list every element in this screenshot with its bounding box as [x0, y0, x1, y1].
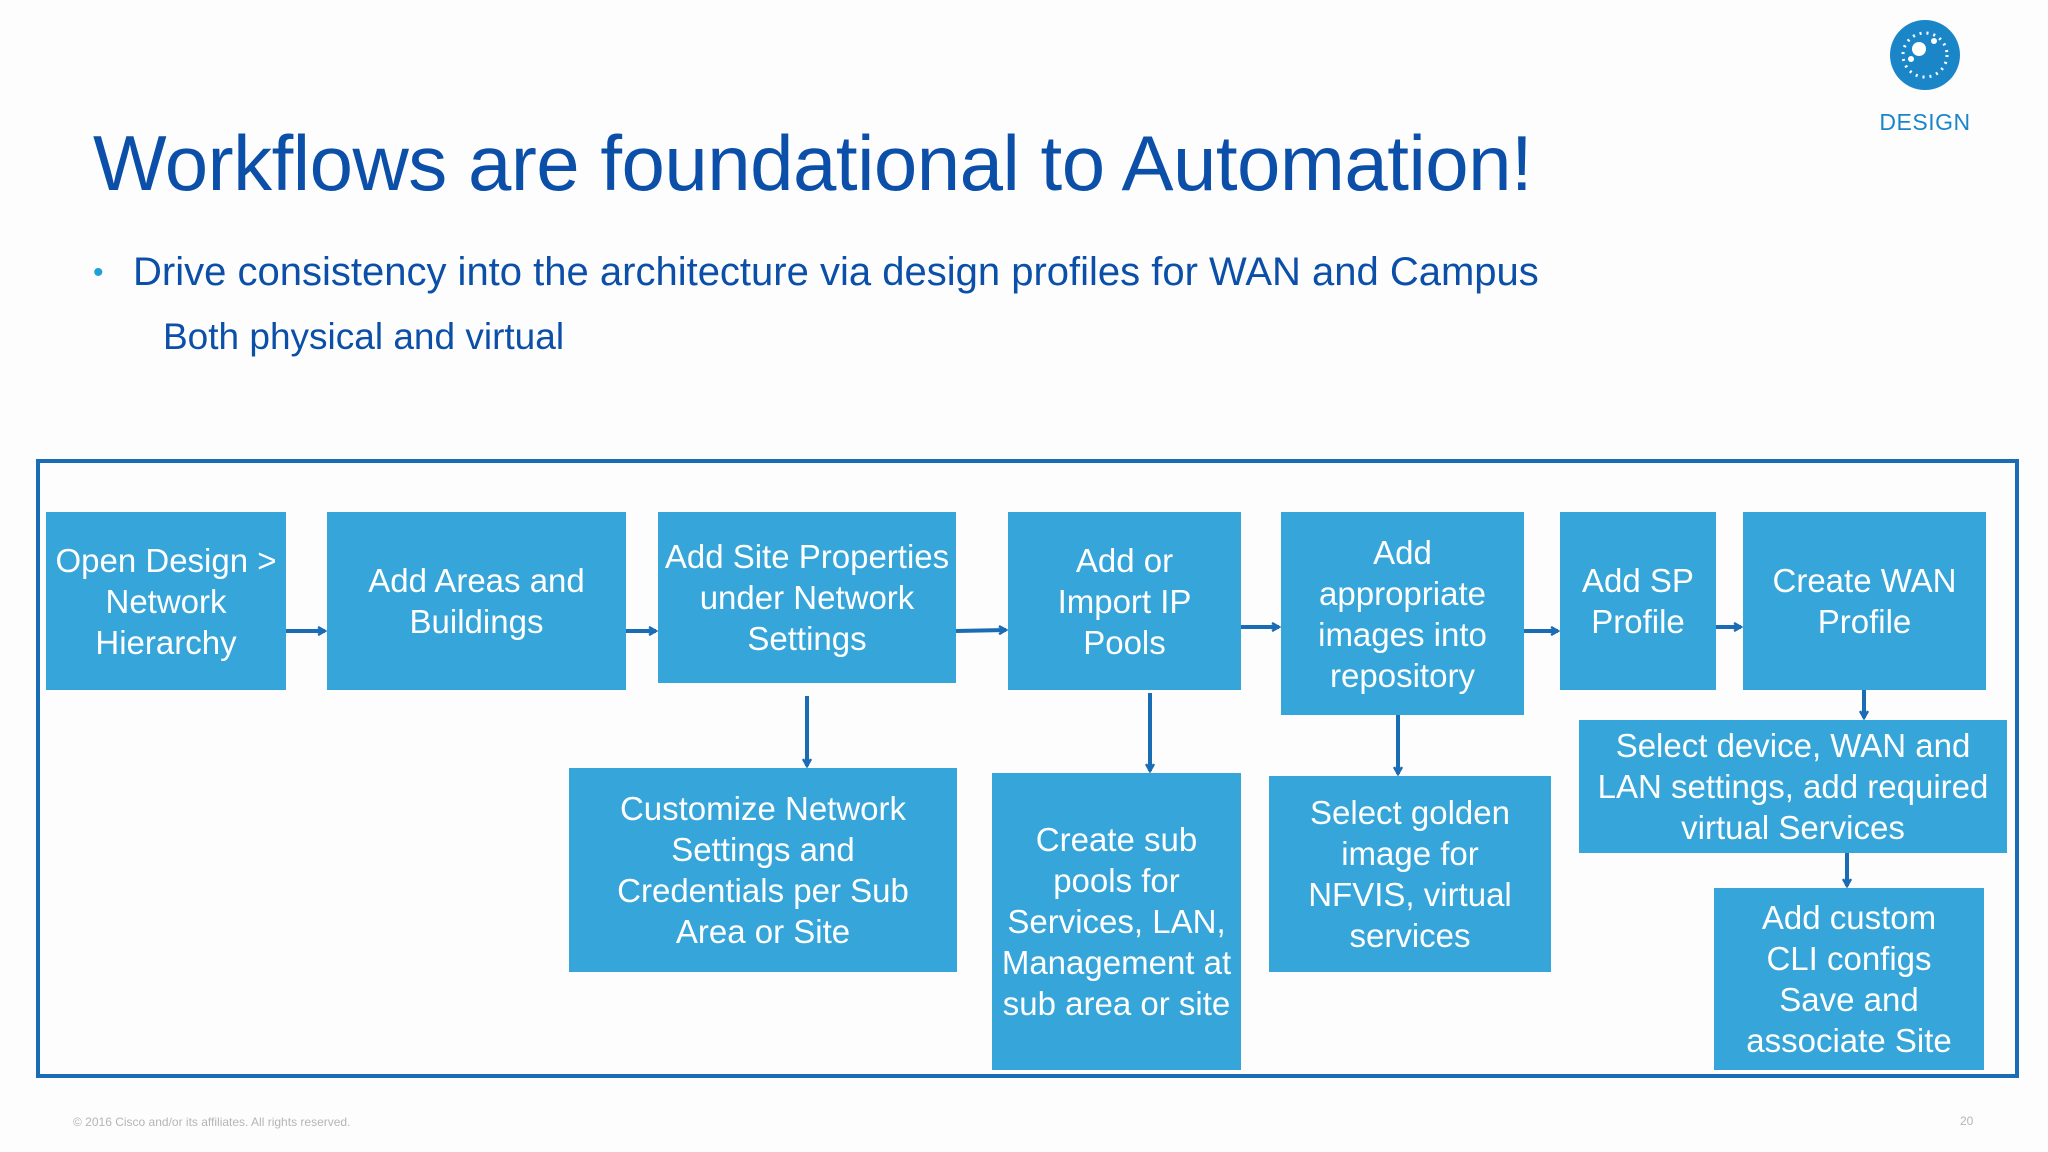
bullet-dot-icon: • — [93, 256, 104, 289]
step-sp-profile: Add SP Profile — [1560, 512, 1716, 690]
step-add-areas: Add Areas and Buildings — [327, 512, 626, 690]
step-add-images: Add appropriate images into repository — [1281, 512, 1524, 715]
step-add-custom-cli: Add custom CLI configs Save and associat… — [1714, 888, 1984, 1070]
step-add-site-properties: Add Site Properties under Network Settin… — [658, 512, 956, 683]
step-label: Add SP Profile — [1582, 562, 1694, 640]
workflow-frame — [36, 459, 2019, 1078]
step-wan-profile: Create WAN Profile — [1743, 512, 1986, 690]
step-open-design: Open Design > Network Hierarchy — [46, 512, 286, 690]
step-label: Customize Network Settings and Credentia… — [617, 790, 909, 950]
step-label: Create sub pools for Services, LAN, Mana… — [1001, 821, 1232, 1022]
step-label: Select golden image for NFVIS, virtual s… — [1308, 794, 1512, 954]
step-label: Create WAN Profile — [1772, 562, 1957, 640]
step-ip-pools: Add or Import IP Pools — [1008, 512, 1241, 690]
design-dial-icon — [1890, 20, 1960, 90]
step-label: Add appropriate images into repository — [1318, 533, 1487, 694]
step-label: Open Design > Network Hierarchy — [55, 541, 277, 661]
step-select-golden-image: Select golden image for NFVIS, virtual s… — [1269, 776, 1551, 972]
step-create-sub-pools: Create sub pools for Services, LAN, Mana… — [992, 773, 1241, 1070]
page-number: 20 — [1960, 1114, 1974, 1128]
copyright-footer: © 2016 Cisco and/or its affiliates. All … — [73, 1115, 351, 1129]
step-customize-network-settings: Customize Network Settings and Credentia… — [569, 768, 957, 972]
step-select-device-settings: Select device, WAN and LAN settings, add… — [1579, 720, 2007, 853]
bullet-text: Drive consistency into the architecture … — [133, 250, 1539, 294]
step-label: Select device, WAN and LAN settings, add… — [1597, 727, 1989, 846]
step-label: Add or Import IP Pools — [1057, 541, 1192, 661]
step-label: Add Areas and Buildings — [368, 562, 585, 640]
page-title: Workflows are foundational to Automation… — [93, 119, 1533, 207]
step-label: Add Site Properties under Network Settin… — [664, 538, 950, 657]
step-label: Add custom CLI configs Save and associat… — [1746, 899, 1952, 1059]
sub-bullet-text: Both physical and virtual — [163, 316, 565, 357]
design-badge-label: DESIGN — [1879, 109, 1971, 135]
